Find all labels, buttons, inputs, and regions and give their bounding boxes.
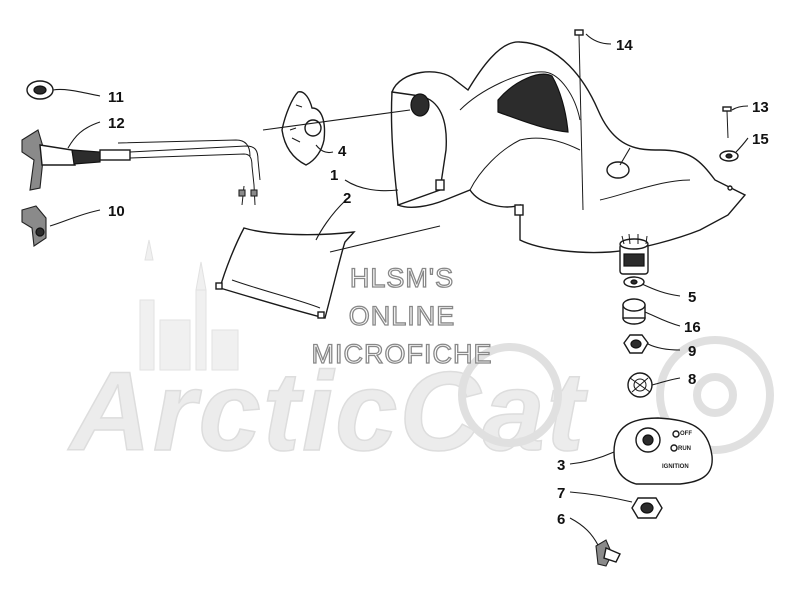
throttle-lever-assembly — [21, 80, 261, 247]
watermark-caption: HLSM'S ONLINE MICROFICHE — [311, 262, 493, 369]
callout-8: 8 — [688, 371, 696, 388]
leader-lines — [49, 33, 749, 546]
callout-2: 2 — [343, 190, 351, 207]
callout-1: 1 — [330, 167, 338, 184]
watermark-wheel-icon — [458, 336, 774, 454]
callout-14: 14 — [616, 37, 633, 54]
switch-off-label: OFF — [680, 431, 692, 437]
lower-cover-panel — [215, 227, 356, 319]
callout-10: 10 — [108, 203, 125, 220]
callout-13: 13 — [752, 99, 769, 116]
callout-12: 12 — [108, 115, 125, 132]
callout-7: 7 — [557, 485, 565, 502]
ignition-switch-stack: OFF RUN IGNITION — [595, 233, 713, 567]
watermark-logo: ArcticCat — [66, 239, 774, 475]
watermark-line-1: HLSM'S — [350, 263, 454, 293]
decal-plate — [281, 91, 326, 166]
callout-5: 5 — [688, 289, 696, 306]
fastener-set — [574, 29, 739, 211]
switch-run-label: RUN — [678, 446, 691, 452]
watermark-city-skyline — [139, 239, 239, 371]
watermark-brand: ArcticCat — [67, 349, 589, 474]
callout-6: 6 — [557, 511, 565, 528]
callout-labels: 1 2 3 4 5 6 7 8 9 10 11 12 13 14 15 16 — [108, 37, 769, 528]
console-housing — [390, 41, 747, 254]
watermark-line-2: ONLINE — [349, 301, 456, 331]
callout-4: 4 — [338, 143, 347, 160]
callout-11: 11 — [108, 89, 124, 106]
switch-ignition-label: IGNITION — [662, 464, 689, 470]
watermark-line-3: MICROFICHE — [312, 339, 493, 369]
callout-15: 15 — [752, 131, 769, 148]
callout-16: 16 — [684, 319, 701, 336]
callout-9: 9 — [688, 343, 696, 360]
callout-3: 3 — [557, 457, 565, 474]
